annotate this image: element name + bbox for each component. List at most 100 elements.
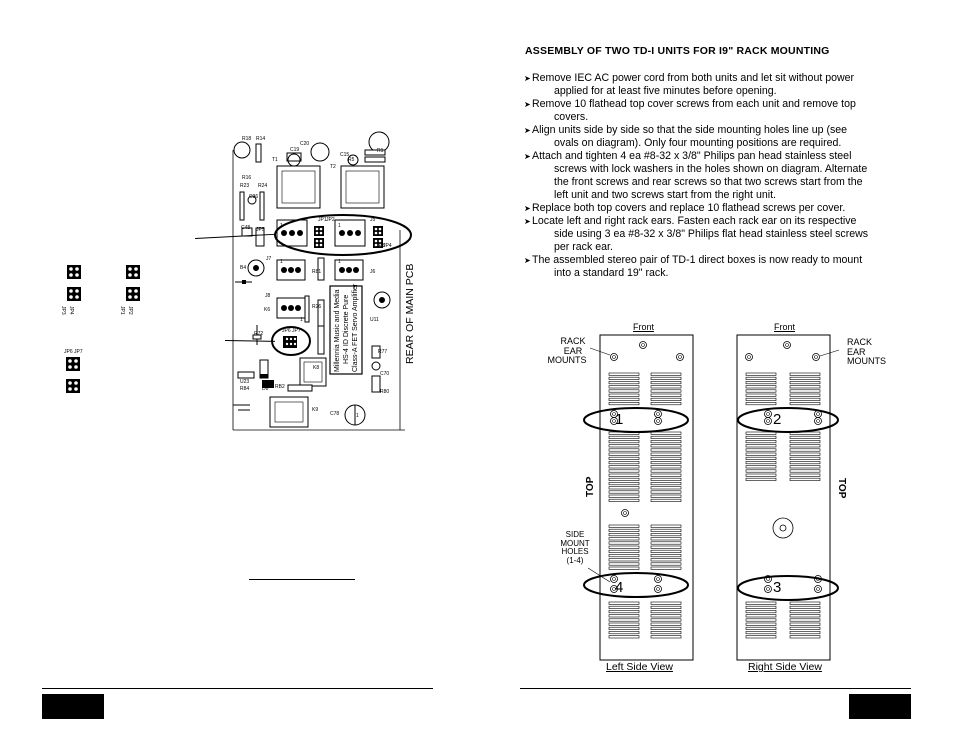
vent-slot (745, 372, 777, 376)
right-side-view-caption: Right Side View (748, 661, 822, 673)
label-c15: C15 (340, 152, 350, 158)
vent-slot (789, 610, 821, 614)
hole-number-4: 4 (615, 579, 624, 596)
vent-slot (789, 376, 821, 380)
vent-slot (789, 452, 821, 456)
k8-relay (299, 357, 327, 387)
step-2: ➤Remove 10 flathead top cover screws fro… (524, 98, 856, 123)
step-3: ➤Align units side by side so that the si… (524, 124, 848, 149)
vent-slot (608, 469, 640, 473)
label-k9: K9 (312, 407, 319, 413)
vent-slot (650, 473, 682, 477)
vent-slot (745, 605, 777, 609)
vent-slot (608, 533, 640, 537)
bullet-arrow-icon: ➤ (524, 100, 531, 109)
vent-slot (608, 402, 640, 406)
vent-slot (608, 610, 640, 614)
board-text-line-2: HS-4 ID Discrete Pure (343, 294, 350, 364)
hole-number-3: 3 (773, 579, 782, 596)
vent-slot (650, 402, 682, 406)
vent-slot (608, 618, 640, 622)
step-7: ➤The assembled stereo pair of TD-1 direc… (524, 254, 863, 279)
footer-tab-left (42, 694, 104, 719)
vent-slot (789, 389, 821, 393)
vent-slot (789, 614, 821, 618)
vent-slot (789, 605, 821, 609)
vent-slot (650, 452, 682, 456)
vent-slot (650, 435, 682, 439)
jumper-jp6-jp7 (283, 336, 297, 348)
vent-slot (650, 605, 682, 609)
vent-slot (789, 461, 821, 465)
vent-slot (789, 402, 821, 406)
label-num1d: 1 (338, 259, 341, 265)
label-r80: R80 (380, 389, 390, 395)
k9-relay (269, 396, 309, 428)
label-c78: C78 (330, 411, 340, 417)
vent-slot (745, 601, 777, 605)
oval-hole-3 (737, 575, 839, 601)
vent-slot (745, 626, 777, 630)
vent-slot (608, 393, 640, 397)
label-r1: R1 (377, 148, 384, 154)
t2-transformer (340, 165, 385, 209)
vent-slot (608, 456, 640, 460)
vent-slot (650, 541, 682, 545)
vent-slot (745, 444, 777, 448)
b4-part (247, 259, 265, 277)
vent-slot (745, 477, 777, 481)
vent-slot (789, 456, 821, 460)
vent-slot (650, 622, 682, 626)
vent-slot (745, 385, 777, 389)
legend-label-jp1: JP1 (119, 306, 125, 315)
vent-slot (745, 431, 777, 435)
footer-rule-right (520, 688, 911, 689)
oval-hole-2 (737, 407, 839, 433)
vent-slot (789, 435, 821, 439)
vent-slot (745, 402, 777, 406)
r5-part (364, 156, 386, 163)
vent-slot (608, 622, 640, 626)
vent-slot (608, 435, 640, 439)
oval-hole-4 (583, 572, 689, 598)
jumper-legend-jp3-jp4 (67, 265, 81, 301)
vent-slot (608, 482, 640, 486)
label-j7: J7 (266, 256, 272, 262)
hole-number-1: 1 (615, 411, 624, 428)
right-chassis (736, 334, 831, 661)
vent-slot (745, 381, 777, 385)
vent-slot (608, 626, 640, 630)
pcb-diagram (232, 131, 412, 431)
vent-slot (745, 618, 777, 622)
vent-slot (650, 601, 682, 605)
label-num1b: 1 (338, 223, 341, 229)
vent-slot (650, 456, 682, 460)
vent-slot (650, 381, 682, 385)
label-c36: C36 (249, 194, 259, 200)
vent-slot (789, 618, 821, 622)
label-r16: R16 (242, 175, 252, 181)
label-u23: U23 (240, 379, 250, 385)
footer-rule-left (42, 688, 433, 689)
jumper-jp3-jp4 (373, 226, 383, 248)
label-num1f: 1 (356, 413, 359, 419)
label-k6: K6 (264, 307, 271, 313)
r14-part (255, 143, 262, 163)
label-r72: R72 (254, 331, 264, 337)
label-jp1: JP1 (318, 217, 327, 223)
label-rb2: RB2 (275, 384, 285, 390)
vent-slot (608, 397, 640, 401)
label-c20: C20 (300, 141, 310, 147)
vent-slot (789, 473, 821, 477)
vent-slot (650, 528, 682, 532)
vent-slot (608, 494, 640, 498)
label-c38: 1 (280, 223, 283, 229)
vent-slot (608, 461, 640, 465)
vent-slot (608, 566, 640, 570)
left-side-view-caption: Left Side View (606, 661, 673, 673)
vent-slot (608, 605, 640, 609)
vent-slot (650, 477, 682, 481)
vent-slot (745, 614, 777, 618)
label-u11: U11 (370, 317, 379, 323)
vent-slot (650, 545, 682, 549)
